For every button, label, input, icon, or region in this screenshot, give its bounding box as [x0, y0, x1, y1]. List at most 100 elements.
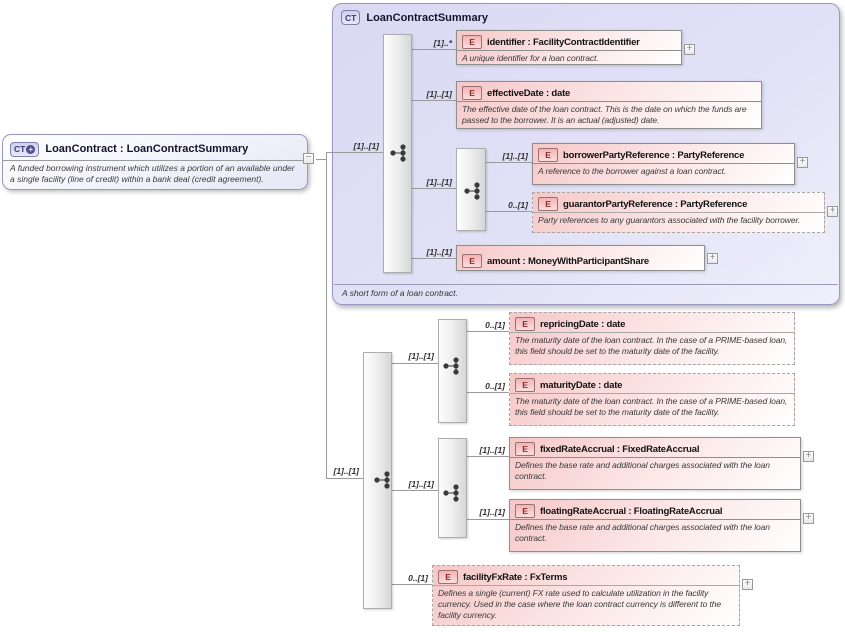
sequence-icon — [443, 484, 459, 502]
element-badge-icon: E — [515, 317, 535, 331]
element-label: floatingRateAccrual : FloatingRateAccrua… — [540, 505, 723, 517]
divider — [510, 457, 800, 458]
element-doc: The maturity date of the loan contract. … — [515, 396, 788, 418]
cardinality-maturitydate: 0..[1] — [485, 381, 505, 391]
sequence-icon — [464, 182, 480, 200]
collapse-icon[interactable]: − — [303, 153, 314, 164]
divider — [510, 332, 794, 333]
container-footer-doc: A short form of a loan contract. — [342, 288, 458, 298]
element-badge-icon: E — [515, 442, 535, 456]
element-label: fixedRateAccrual : FixedRateAccrual — [540, 443, 700, 455]
element-label: repricingDate : date — [540, 318, 626, 330]
divider — [510, 393, 794, 394]
divider — [3, 160, 307, 161]
element-doc: The effective date of the loan contract.… — [462, 104, 747, 126]
sequence-bar-dates[interactable] — [438, 319, 467, 423]
divider — [533, 212, 824, 213]
sequence-icon — [443, 357, 459, 375]
connector-line — [467, 331, 509, 332]
connector-line — [412, 258, 456, 259]
element-label: identifier : FacilityContractIdentifier — [487, 36, 640, 48]
expand-icon[interactable]: + — [797, 157, 808, 168]
element-label: facilityFxRate : FxTerms — [463, 571, 568, 583]
cardinality-repricingdate: 0..[1] — [485, 320, 505, 330]
element-badge-icon: E — [438, 570, 458, 584]
sequence-bar-accruals[interactable] — [438, 438, 467, 538]
ct-badge-text: CT — [14, 144, 26, 154]
expand-icon[interactable]: + — [707, 253, 718, 264]
element-label: borrowerPartyReference : PartyReference — [563, 149, 745, 161]
ct-plus-badge-icon: CT+ — [10, 141, 40, 157]
divider — [457, 50, 681, 51]
divider — [533, 163, 794, 164]
expand-icon[interactable]: + — [684, 44, 695, 55]
sequence-icon — [390, 144, 406, 162]
ct-badge-icon: CT — [341, 10, 361, 25]
element-label: maturityDate : date — [540, 379, 623, 391]
container-header: CT LoanContractSummary — [341, 10, 488, 25]
cardinality-guarantorpartyreference: 0..[1] — [508, 200, 528, 210]
divider — [433, 585, 739, 586]
element-badge-icon: E — [515, 378, 535, 392]
element-doc: A unique identifier for a loan contract. — [462, 53, 599, 63]
connector-line — [326, 478, 363, 479]
cardinality-summary-sequence: [1]..[1] — [353, 141, 380, 151]
connector-trunk-line — [326, 152, 327, 479]
container-title: LoanContractSummary — [366, 11, 488, 24]
expand-icon[interactable]: + — [803, 513, 814, 524]
element-doc: The maturity date of the loan contract. … — [515, 335, 788, 357]
connector-line — [467, 456, 509, 457]
element-doc: Defines a single (current) FX rate used … — [438, 588, 721, 621]
element-label: amount : MoneyWithParticipantShare — [487, 255, 650, 267]
connector-line — [467, 519, 509, 520]
root-type-box-loancontract[interactable]: CT+ LoanContract : LoanContractSummary A… — [2, 134, 308, 190]
connector-line — [412, 49, 456, 50]
sequence-icon — [374, 471, 390, 489]
connector-line — [486, 211, 532, 212]
cardinality-lower-sequence: [1]..[1] — [333, 466, 360, 476]
divider — [457, 101, 761, 102]
element-badge-icon: E — [462, 35, 482, 49]
element-label: effectiveDate : date — [487, 87, 571, 99]
expand-icon[interactable]: + — [742, 579, 753, 590]
element-label: guarantorPartyReference : PartyReference — [563, 198, 748, 210]
cardinality-borrowerpartyreference: [1]..[1] — [502, 151, 529, 161]
element-badge-icon: E — [515, 504, 535, 518]
connector-line — [326, 152, 383, 153]
root-type-title: LoanContract : LoanContractSummary — [45, 143, 249, 155]
element-badge-icon: E — [462, 254, 482, 268]
expand-icon[interactable]: + — [803, 451, 814, 462]
type-extension-plus-icon: + — [26, 144, 36, 154]
cardinality-party-sequence: [1]..[1] — [426, 177, 453, 187]
element-badge-icon: E — [462, 86, 482, 100]
sequence-bar-party[interactable] — [456, 148, 486, 231]
connector-line — [412, 188, 456, 189]
connector-line — [392, 584, 432, 585]
cardinality-effectivedate: [1]..[1] — [426, 89, 453, 99]
connector-line — [392, 490, 438, 491]
connector-line — [486, 162, 532, 163]
cardinality-accrual-sequence: [1]..[1] — [408, 479, 435, 489]
cardinality-facilityfxrate: 0..[1] — [408, 573, 428, 583]
expand-icon[interactable]: + — [827, 206, 838, 217]
element-badge-icon: E — [538, 148, 558, 162]
